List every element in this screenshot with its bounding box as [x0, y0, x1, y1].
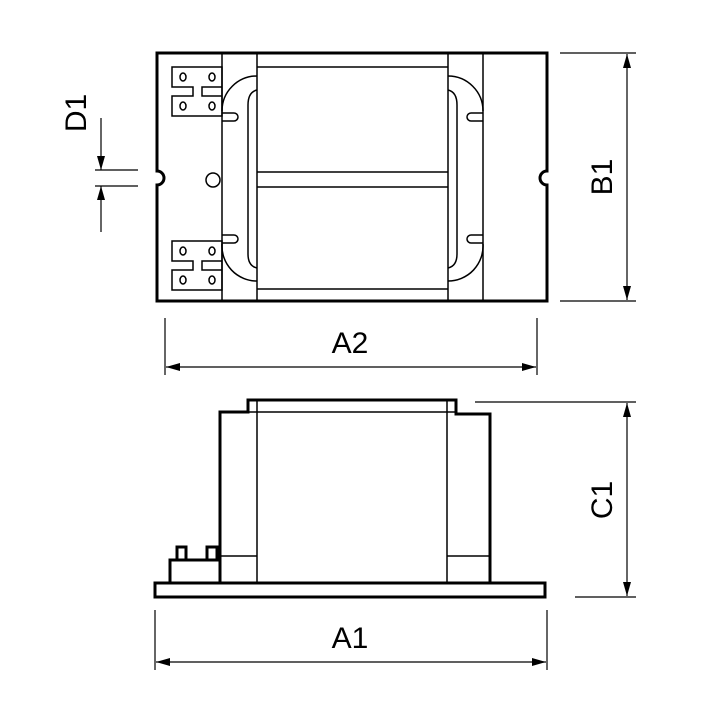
dimension-lines	[95, 52, 636, 670]
label-d1: D1	[60, 94, 93, 132]
side-terminal	[168, 545, 220, 583]
terminal-block-upper	[171, 66, 223, 117]
mounting-hole	[205, 172, 221, 188]
core-lines	[221, 53, 484, 301]
base-plate	[153, 581, 547, 599]
terminal-block-lower	[171, 240, 223, 291]
coil-windings	[221, 75, 484, 282]
body-outline	[218, 398, 492, 583]
label-c1: C1	[586, 481, 619, 519]
side-view	[153, 398, 547, 599]
label-a2: A2	[332, 327, 369, 360]
base-plate-outline	[155, 51, 549, 303]
top-view	[155, 51, 549, 303]
label-b1: B1	[586, 159, 619, 196]
label-a1: A1	[332, 622, 369, 655]
